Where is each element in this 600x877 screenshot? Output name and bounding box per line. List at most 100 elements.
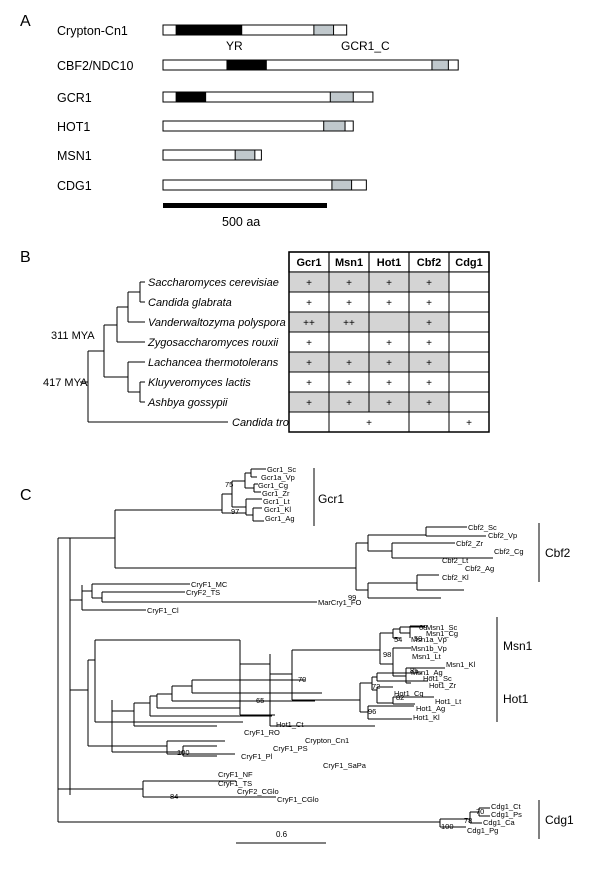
- species-name: Ashbya gossypii: [147, 397, 228, 409]
- table-cell: +: [306, 298, 312, 309]
- yr-domain: [175, 91, 207, 103]
- bootstrap-value: 70: [298, 675, 306, 684]
- table-cell: +: [386, 298, 392, 309]
- bootstrap-value: 100: [441, 822, 454, 831]
- tree-leaf: Cbf2_Zr: [456, 539, 484, 548]
- tree-leaf: Cdg1_Ca: [483, 818, 516, 827]
- tree-leaf: Msn1_Cg: [426, 629, 458, 638]
- tree-leaf: Cdg1_Pg: [467, 826, 498, 835]
- bootstrap-value: 98: [383, 650, 391, 659]
- bootstrap-value: 59: [414, 634, 422, 643]
- bootstrap-value: 65: [256, 696, 264, 705]
- bootstrap-value: 84: [170, 792, 178, 801]
- tree-leaf: Cbf2_Ag: [465, 564, 494, 573]
- table-cell: ++: [343, 318, 355, 329]
- table-cell-bg: [448, 291, 490, 313]
- panel-c-label: C: [20, 487, 32, 504]
- gcr1c-domain: [329, 91, 354, 103]
- tree-leaf: Msn1a_Vp: [411, 635, 447, 644]
- table-cell: +: [306, 358, 312, 369]
- table-cell: +: [426, 398, 432, 409]
- table-cell-bg: [448, 391, 490, 413]
- protein-bar: [162, 91, 374, 103]
- gcr1c-domain: [323, 120, 346, 132]
- tree-leaf: Hot1_Kl: [413, 713, 440, 722]
- gcr1c-domain-label: GCR1_C: [341, 39, 390, 53]
- table-cell: +: [386, 278, 392, 289]
- tree-leaf: Cdg1_Ct: [491, 802, 522, 811]
- tree-leaf: Hot1_Cg: [394, 689, 424, 698]
- divergence-417-label: 417 MYA: [43, 377, 88, 389]
- table-cell: +: [306, 338, 312, 349]
- table-cell: +: [346, 278, 352, 289]
- table-cell: +: [426, 338, 432, 349]
- table-cell: +: [346, 398, 352, 409]
- clade-label-hot1: Hot1: [503, 692, 529, 706]
- table-cell-bg: [448, 331, 490, 353]
- protein-label: MSN1: [57, 149, 92, 163]
- clade-label-cdg1: Cdg1: [545, 813, 574, 827]
- tree-scale-label: 0.6: [276, 830, 288, 839]
- species-name: Candida glabrata: [148, 297, 232, 309]
- gcr1c-domain: [234, 149, 256, 161]
- tree-leaf: Msn1_Sc: [426, 623, 458, 632]
- table-cell-bg: [448, 351, 490, 373]
- tree-leaf: Gcr1_Kl: [264, 505, 291, 514]
- table-row: [288, 411, 490, 433]
- bootstrap-value: 54: [394, 635, 402, 644]
- bootstrap-value: 85: [410, 666, 418, 675]
- phylogenetic-tree: [57, 468, 493, 828]
- gcr1c-domain: [331, 179, 353, 191]
- protein-bar: [162, 59, 459, 71]
- bootstrap-value: 72: [372, 682, 380, 691]
- table-cell: +: [386, 398, 392, 409]
- aa-scale-bar: [163, 203, 327, 208]
- tree-leaf: Hot1_Sc: [423, 674, 452, 683]
- tree-leaf: CryF2_CGlo: [237, 787, 279, 796]
- tree-leaf: Cdg1_Ps: [491, 810, 522, 819]
- table-cell: +: [306, 278, 312, 289]
- tree-leaf: Crypton_Cn1: [305, 736, 349, 745]
- table-cell: +: [306, 378, 312, 389]
- column-header: Cbf2: [417, 257, 441, 269]
- table-cell-bg: [448, 371, 490, 393]
- bootstrap-value: 78: [464, 816, 472, 825]
- table-cell-bg: [368, 311, 410, 333]
- bootstrap-value: 68: [419, 623, 427, 632]
- tree-leaf: Msn1_Ag: [411, 668, 443, 677]
- bootstrap-value: 70: [476, 807, 484, 816]
- tree-leaf: CryF1_RO: [244, 728, 280, 737]
- tree-leaf: CryF1_CGlo: [277, 795, 319, 804]
- bootstrap-value: 100: [177, 748, 190, 757]
- bootstrap-value: 96: [368, 707, 376, 716]
- table-cell: +: [346, 378, 352, 389]
- column-header: Cdg1: [455, 257, 483, 269]
- species-name: Vanderwaltozyma polyspora: [148, 317, 286, 329]
- clade-brackets: [313, 468, 540, 839]
- table-cell: ++: [303, 318, 315, 329]
- table-border: [288, 251, 490, 433]
- tree-leaf: Hot1_Ag: [416, 704, 445, 713]
- table-cell: +: [366, 418, 372, 429]
- gcr1c-domain: [313, 24, 335, 36]
- bootstrap-value: 97: [231, 507, 239, 516]
- tree-leaf: Cbf2_Cg: [494, 547, 524, 556]
- tree-leaf: Msn1_Kl: [446, 660, 476, 669]
- tree-leaf: Gcr1_Cg: [258, 481, 288, 490]
- tree-leaf-labels: Gcr1_ScGcr1a_VpGcr1_CgGcr1_ZrGcr1_LtGcr1…: [147, 465, 524, 835]
- tree-leaf: Cbf2_Kl: [442, 573, 469, 582]
- table-cell: +: [386, 358, 392, 369]
- species-cladogram: [80, 281, 228, 423]
- tree-leaf: Msn1_Lt: [412, 652, 442, 661]
- species-name: Lachancea thermotolerans: [148, 357, 279, 369]
- table-cell: +: [346, 358, 352, 369]
- yr-domain-label: YR: [226, 39, 243, 53]
- tree-leaf: CryF1_Pl: [241, 752, 273, 761]
- tree-leaf: Gcr1_Zr: [262, 489, 290, 498]
- table-cell-bg: [448, 271, 490, 293]
- tree-leaf: CryF1_Cl: [147, 606, 179, 615]
- protein-bar: [162, 24, 348, 36]
- table-cell: +: [426, 378, 432, 389]
